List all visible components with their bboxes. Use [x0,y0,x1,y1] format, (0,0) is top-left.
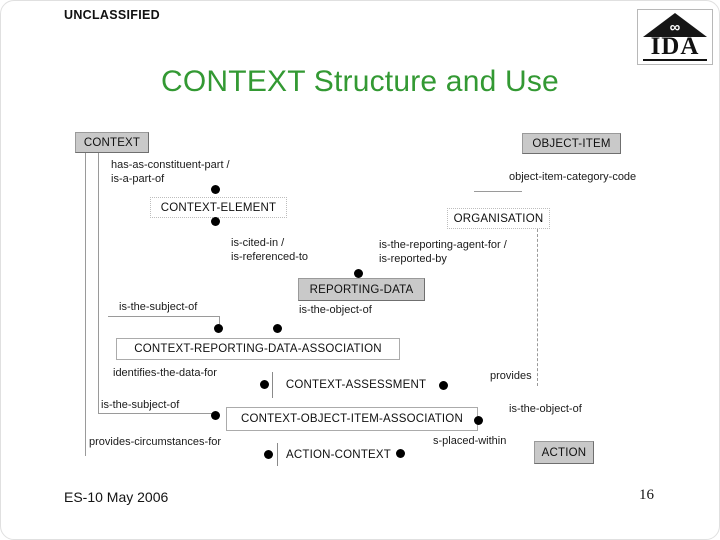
relationship-label: is-the-subject-of [101,399,180,411]
relationship-label: s-placed-within [433,435,507,447]
footer-date: ES-10 May 2006 [64,489,169,505]
relationship-label: is-the-object-of [509,403,582,415]
connector-line [108,316,220,317]
relationship-label: has-as-constituent-part / [111,159,230,171]
connector-dot-icon [214,324,223,333]
relationship-label: is-the-reporting-agent-for / [379,239,507,251]
connector-dot-icon [211,185,220,194]
connector-line [98,413,212,414]
entity-context-reporting-data-association: CONTEXT-REPORTING-DATA-ASSOCIATION [116,338,400,360]
connector-line [85,153,86,456]
entity-organisation: ORGANISATION [447,208,550,229]
connector-dot-icon [211,411,220,420]
connector-dot-icon [264,450,273,459]
relationship-label: is-reported-by [379,253,447,265]
entity-context: CONTEXT [75,132,149,153]
entity-context-element: CONTEXT-ELEMENT [150,197,287,218]
connector-dot-icon [273,324,282,333]
connector-dot-icon [260,380,269,389]
connector-dot-icon [474,416,483,425]
relationship-label: is-referenced-to [231,251,309,263]
relationship-label: is-the-subject-of [119,301,198,313]
page-number: 16 [639,487,654,503]
infinity-icon: ∞ [669,19,681,36]
connector-line [474,191,522,192]
connector-dot-icon [211,217,220,226]
slide-title: CONTEXT Structure and Use [161,65,559,98]
entity-action: ACTION [534,441,594,464]
entity-context-object-item-association: CONTEXT-OBJECT-ITEM-ASSOCIATION [226,407,478,431]
logo-underline [643,59,707,61]
roof-icon: ∞ [643,13,707,37]
relationship-label: is-cited-in / [231,237,285,249]
entity-object-item: OBJECT-ITEM [522,133,621,154]
relationship-label: provides [490,370,532,382]
connector-dashed-line [537,229,538,386]
entity-context-assessment: CONTEXT-ASSESSMENT [272,372,439,398]
ida-logo: ∞ IDA [637,9,713,65]
entity-reporting-data: REPORTING-DATA [298,278,425,301]
connector-dot-icon [354,269,363,278]
connector-line [98,153,99,414]
ida-logo-text: IDA [650,33,700,60]
relationship-label: identifies-the-data-for [113,367,217,379]
connector-line [219,316,220,326]
connector-dot-icon [439,381,448,390]
relationship-label: object-item-category-code [509,171,637,183]
classification-label: UNCLASSIFIED [64,8,160,22]
relationship-label: provides-circumstances-for [89,436,222,448]
relationship-label: is-a-part-of [111,173,165,185]
entity-action-context: ACTION-CONTEXT [277,443,399,466]
connector-dot-icon [396,449,405,458]
relationship-label: is-the-object-of [299,304,372,316]
